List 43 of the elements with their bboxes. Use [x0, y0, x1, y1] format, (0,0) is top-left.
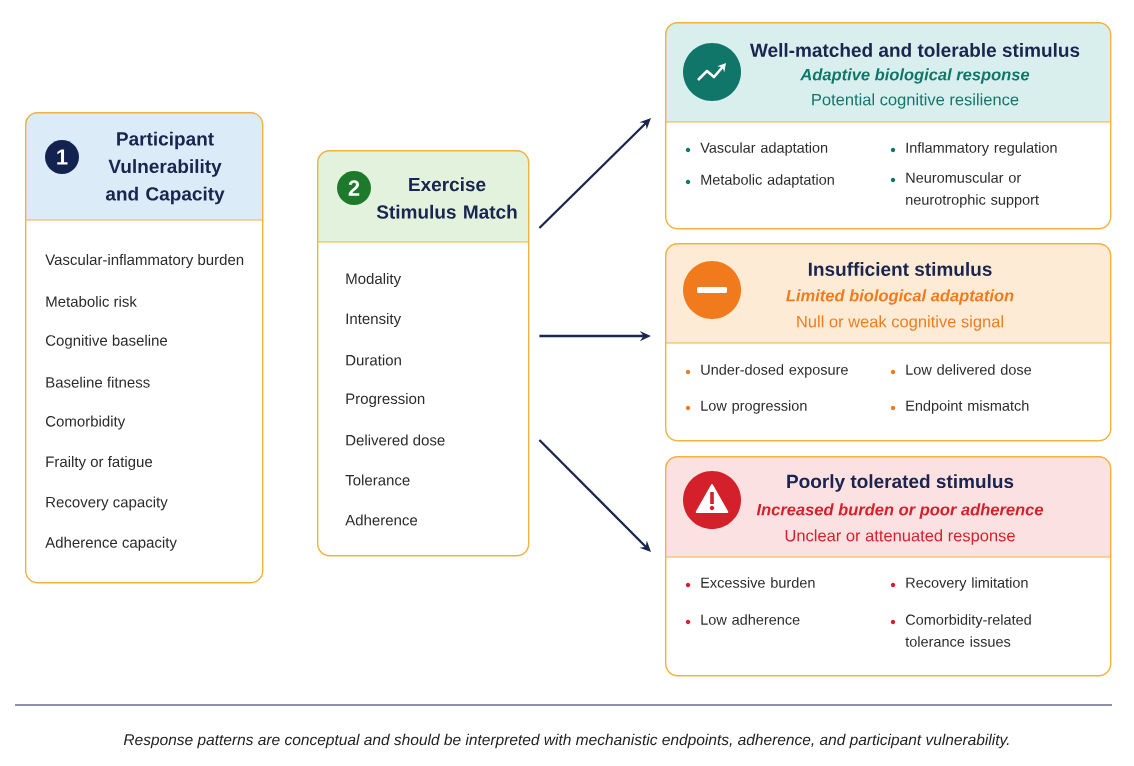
bullet-item: Vascular adaptation [685, 142, 828, 156]
bullet-item: Recovery limitation [890, 577, 1028, 591]
list-item: Intensity [346, 313, 402, 327]
list-item: Frailty or fatigue [46, 456, 153, 470]
list-item: Recovery capacity [46, 496, 168, 511]
list-item: Cognitive baseline [45, 334, 168, 349]
subheading: Increased burden or poor adherence [756, 503, 1044, 519]
bullet-item: Metabolic adaptation [685, 174, 834, 188]
list-item: Delivered dose [346, 434, 445, 446]
list-item: Vascular-inflammatory burden [45, 254, 244, 268]
arrow [538, 118, 651, 229]
card-heading: Poorly tolerated stimulus [787, 474, 1014, 492]
caption: Response patterns are conceptual and should be interpreted with mechanistic endpoints, adherence, and participant vulnerability. [123, 733, 1009, 749]
list-item: Modality [346, 273, 401, 287]
bullet-item: Neuromuscular or neurotrophic support [890, 172, 1039, 208]
bullet-item: Under-dosed exposure [685, 364, 848, 378]
list-item: Adherence [345, 514, 418, 526]
list-item: Metabolic risk [46, 295, 137, 307]
subheading: Limited biological adaptation [786, 289, 1014, 305]
list-item: Comorbidity [45, 415, 126, 430]
outcome-line: Unclear or attenuated response [785, 529, 1015, 545]
outcome-line: Null or weak cognitive signal [797, 315, 1003, 331]
list-item: Adherence capacity [45, 536, 177, 551]
number-badge: 1 [45, 140, 79, 174]
card-heading: Well-matched and tolerable stimulus [749, 43, 1080, 57]
list-item: Baseline fitness [46, 376, 150, 388]
list-item: Progression [346, 393, 425, 407]
bullet-item: Low delivered dose [890, 364, 1032, 375]
bullet-item: Inflammatory regulation [890, 142, 1057, 156]
bullet-item: Low adherence [685, 614, 800, 625]
list-item: Tolerance [345, 474, 410, 486]
card-heading: Insufficient stimulus [808, 262, 992, 276]
bullet-item: Low progression [685, 400, 807, 414]
number-badge: 2 [337, 171, 371, 205]
card-heading: Participant Vulnerability and Capacity [105, 131, 225, 205]
outcome-line: Potential cognitive resilience [812, 93, 1019, 109]
list-item: Duration [346, 354, 401, 366]
bullet-item: Endpoint mismatch [890, 400, 1029, 414]
subheading: Adaptive biological response [800, 68, 1030, 84]
bullet-item: Excessive burden [685, 577, 815, 588]
bullet-item: Comorbidity-related tolerance issues [890, 614, 1031, 647]
card-heading: Exercise Stimulus Match [376, 177, 517, 219]
arrow [538, 439, 651, 552]
